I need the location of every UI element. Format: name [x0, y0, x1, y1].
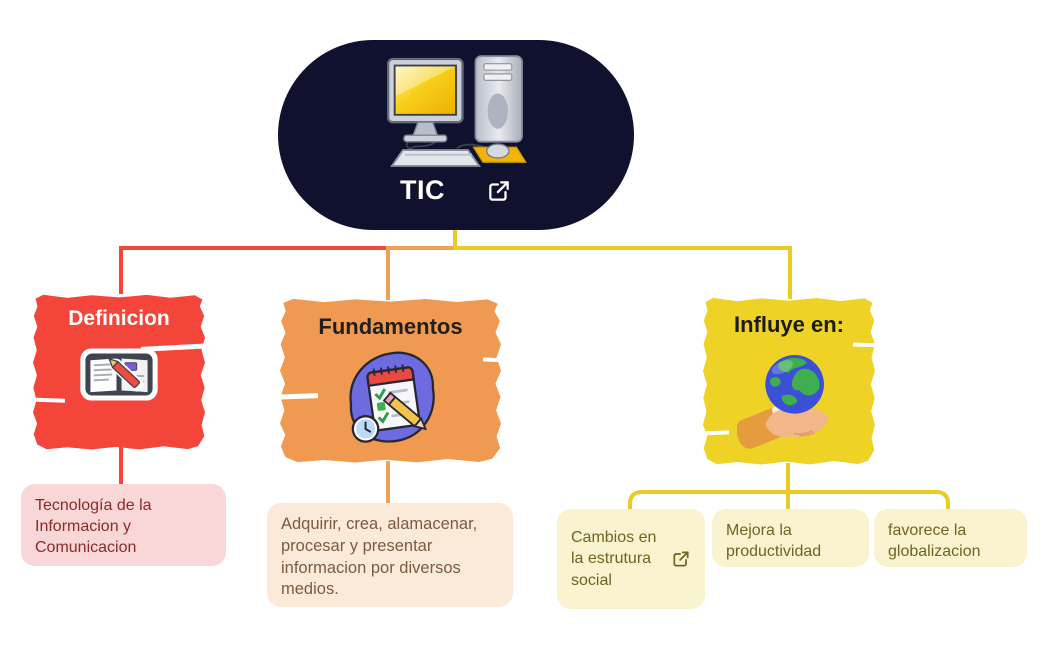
- external-link-icon[interactable]: [670, 549, 691, 570]
- computer-icon: [386, 55, 527, 167]
- branch-title-fundamentos: Fundamentos: [318, 314, 463, 339]
- connector-fundamentos: [386, 246, 457, 506]
- book-pencil-icon: [80, 348, 158, 401]
- child-text: Cambios en la estrutura social: [571, 529, 657, 589]
- branch-title-influye: Influye en:: [733, 312, 844, 337]
- child-node-fundamentos-text[interactable]: Adquirir, crea, alamacenar, procesar y p…: [267, 503, 513, 607]
- connector-definicion: [119, 246, 390, 487]
- child-text: favorece la globalizacion: [888, 522, 981, 561]
- child-text: Tecnología de la Informacion y Comunicac…: [35, 497, 152, 557]
- external-link-icon[interactable]: [485, 177, 512, 204]
- globe-hand-icon: [737, 354, 829, 449]
- checklist-icon: [348, 351, 435, 443]
- child-text: Adquirir, crea, alamacenar, procesar y p…: [281, 515, 478, 599]
- connector-influye: [453, 229, 950, 511]
- child-node-favorece[interactable]: favorece la globalizacion: [874, 509, 1027, 567]
- child-node-cambios[interactable]: Cambios en la estrutura social: [557, 509, 705, 609]
- child-node-definicion-text[interactable]: Tecnología de la Informacion y Comunicac…: [21, 484, 226, 566]
- root-label: TIC: [400, 175, 445, 205]
- branch-node-influye[interactable]: Influye en:: [703, 297, 875, 465]
- child-text: Mejora la productividad: [726, 522, 822, 561]
- branch-node-fundamentos[interactable]: Fundamentos: [280, 298, 501, 463]
- branch-title-definicion: Definicion: [68, 307, 170, 330]
- root-node-tic[interactable]: TIC: [278, 40, 634, 230]
- branch-node-definicion[interactable]: Definicion: [33, 294, 205, 450]
- child-node-mejora[interactable]: Mejora la productividad: [712, 509, 869, 567]
